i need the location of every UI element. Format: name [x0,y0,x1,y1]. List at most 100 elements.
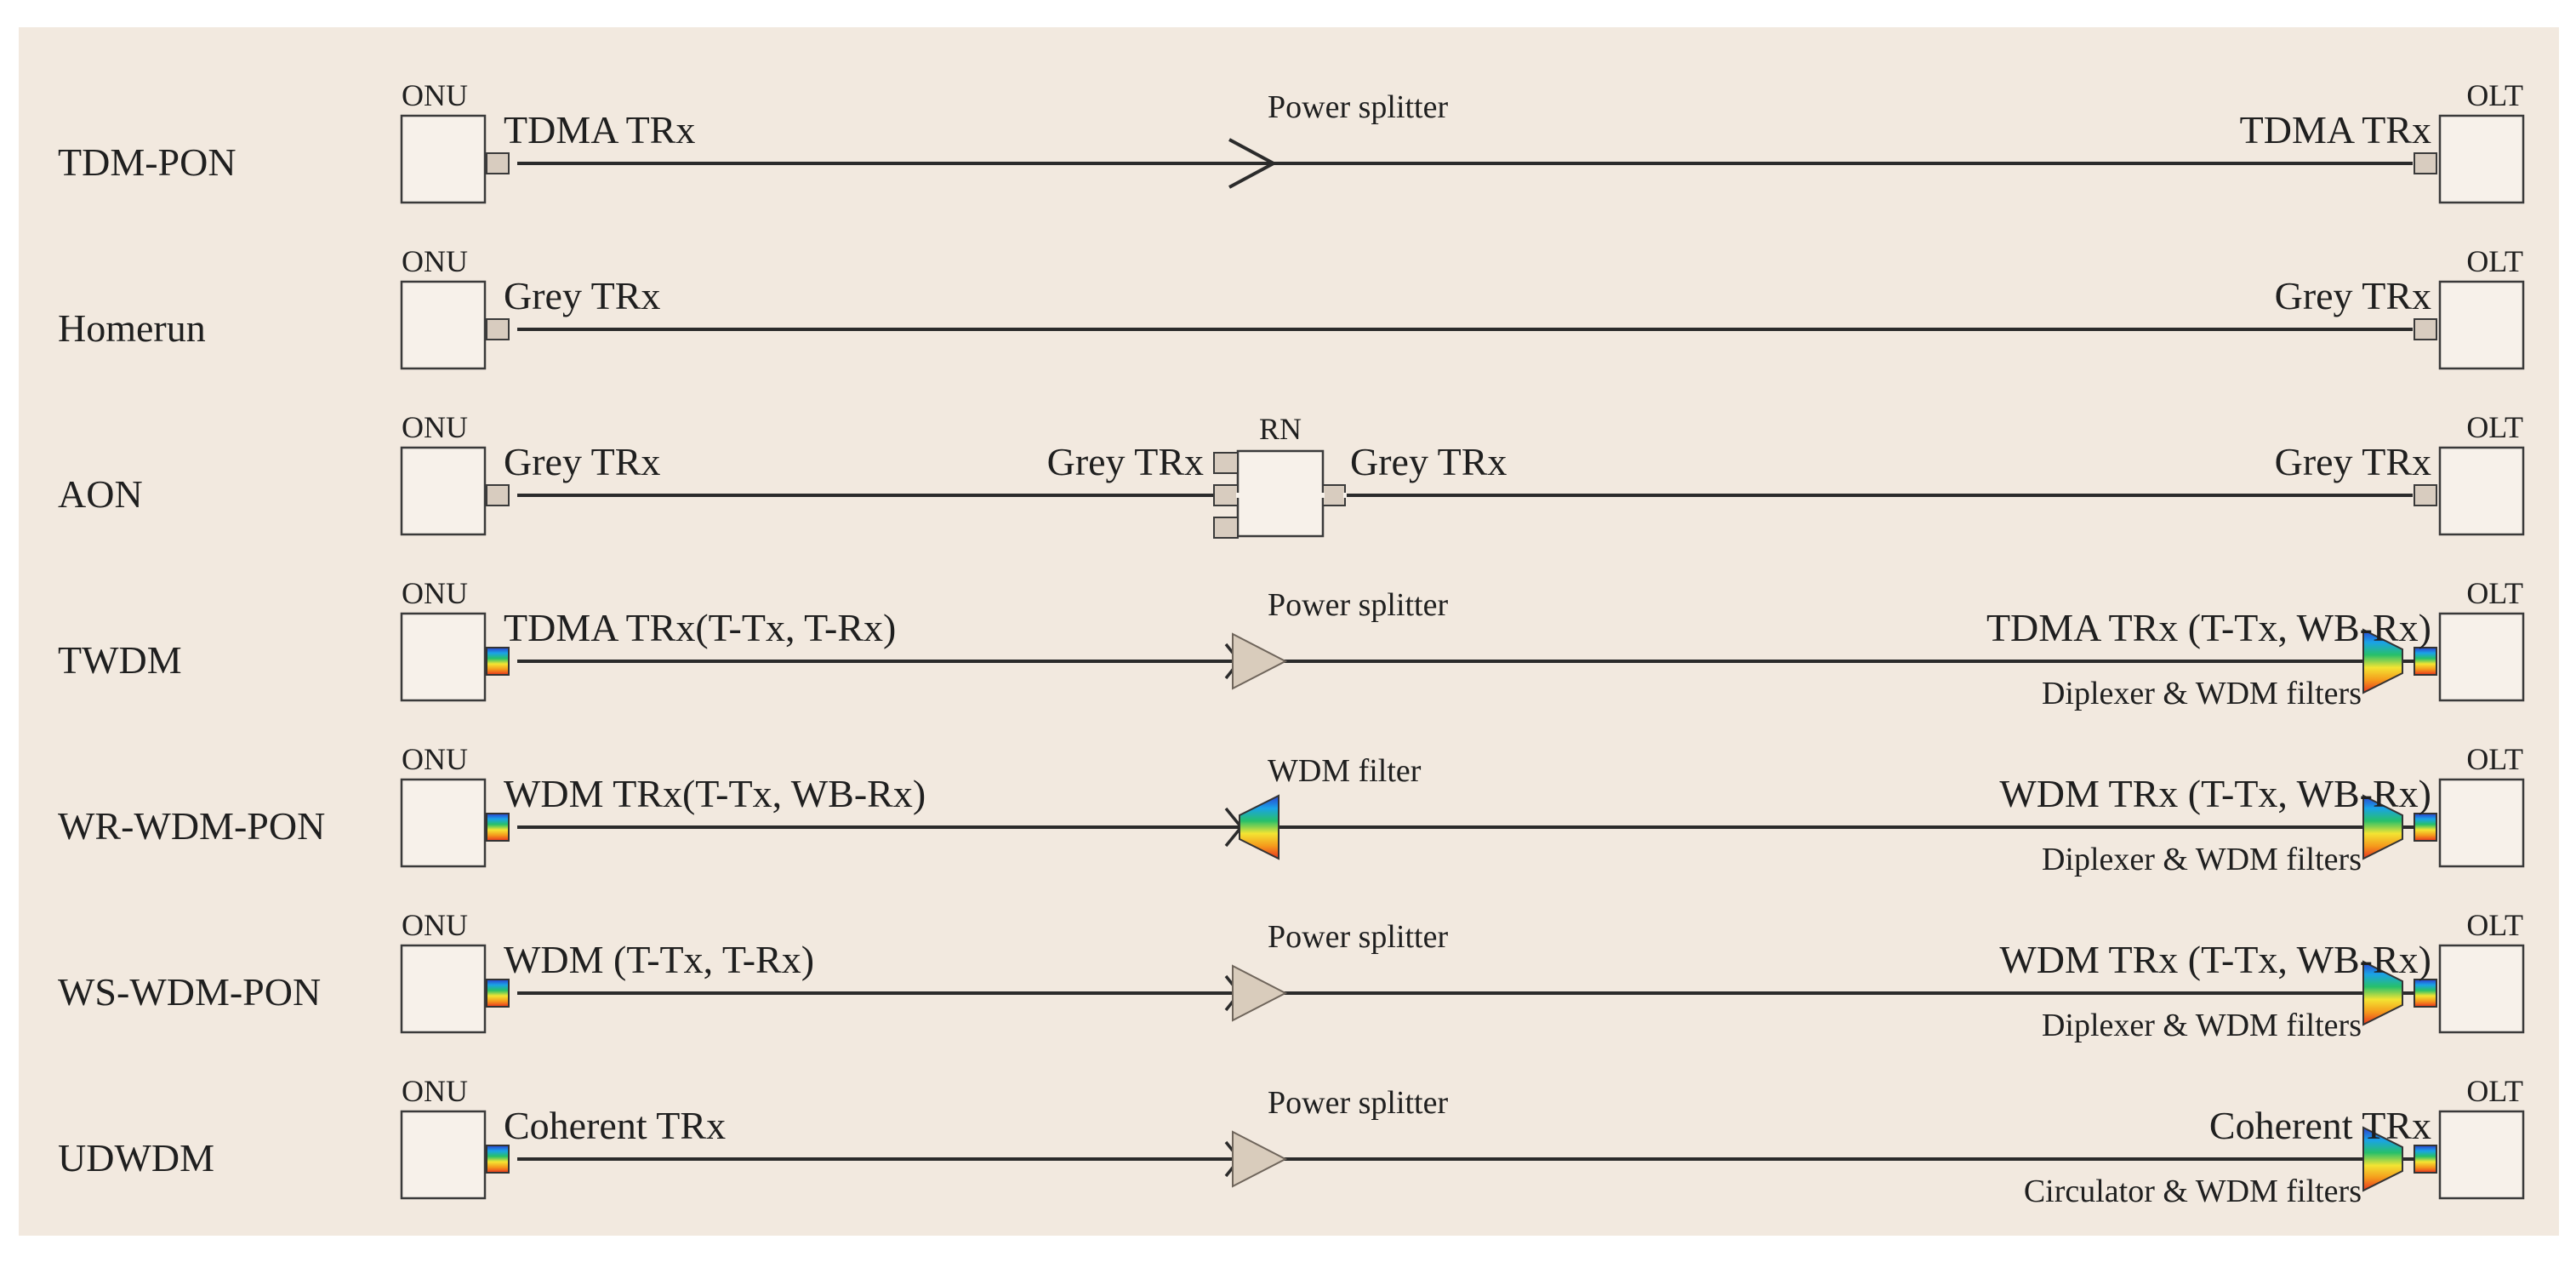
onu-trx-label: TDMA TRx [504,108,695,151]
olt-box [2438,446,2525,536]
olt-wdm-port [2414,979,2437,1008]
onu-port [486,318,510,340]
olt-label: OLT [2466,576,2523,610]
onu-label: ONU [402,410,468,444]
rn-left-trx-label: Grey TRx [1047,440,1204,483]
wdm-filter-label: WDM filter [1268,753,1422,789]
spectrum-port-fill [486,979,510,1008]
spectrum-port-fill [486,813,510,842]
rn-right-trx-label: Grey TRx [1350,440,1507,483]
onu-wdm-port [486,647,510,676]
olt-trx-label: TDMA TRx (T-Tx, WB-Rx) [1986,606,2431,649]
power-splitter-triangle [1232,1130,1288,1188]
spectrum-port-fill [2414,1145,2437,1174]
row-label: AON [58,472,143,516]
spectrum-port-fill [2414,979,2437,1008]
olt-wdm-port [2414,647,2437,676]
olt-wdm-filter [2362,1126,2403,1192]
onu-label: ONU [402,742,468,776]
onu-trx-label: Grey TRx [504,440,660,483]
onu-box [400,612,487,702]
row-udwdm: UDWDM ONU OLT Coherent TRx Coherent TRxCircu… [58,1074,2525,1209]
onu-trx-label: Coherent TRx [504,1104,726,1147]
onu-trx-label: Grey TRx [504,274,660,317]
onu-port [486,152,510,174]
row-label: TWDM [58,638,182,682]
olt-trx-label: TDMA TRx [2240,108,2431,151]
filter-note: Diplexer & WDM filters [2042,842,2362,877]
splitter-label: Power splitter [1268,1085,1448,1121]
olt-wdm-port [2414,813,2437,842]
onu-label: ONU [402,244,468,278]
row-aon: AON ONU OLT Grey TRx Grey TRx RN Grey TRx Grey … [58,410,2525,539]
olt-trx-label: WDM TRx (T-Tx, WB-Rx) [1999,772,2431,815]
olt-trx-label: Grey TRx [2275,274,2431,317]
splitter-chevron [1228,138,1278,189]
power-splitter-triangle [1232,964,1288,1022]
olt-port [2414,152,2437,174]
onu-box [400,280,487,370]
onu-label: ONU [402,576,468,610]
onu-trx-label: WDM (T-Tx, T-Rx) [504,938,814,981]
olt-box [2438,1110,2525,1200]
onu-trx-label: TDMA TRx(T-Tx, T-Rx) [504,606,896,649]
row-label: UDWDM [58,1136,214,1179]
olt-label: OLT [2466,742,2523,776]
olt-label: OLT [2466,244,2523,278]
filter-note: Diplexer & WDM filters [2042,1008,2362,1043]
olt-trx-label: WDM TRx (T-Tx, WB-Rx) [1999,938,2431,981]
row-tdm-pon: TDM-PON ONU OLT TDMA TRx TDMA TRx Power split… [58,78,2525,204]
row-label: TDM-PON [58,140,237,184]
rn-output-cover [1325,487,1343,504]
power-splitter-triangle [1232,632,1288,690]
olt-port [2414,318,2437,340]
onu-box [400,114,487,204]
olt-box [2438,612,2525,702]
olt-box [2438,778,2525,868]
onu-box [400,944,487,1034]
onu-box [400,1110,487,1200]
splitter-label: Power splitter [1268,89,1448,125]
olt-port [2414,484,2437,506]
onu-label: ONU [402,908,468,942]
filter-note: Diplexer & WDM filters [2042,676,2362,711]
olt-label: OLT [2466,410,2523,444]
rn-line-gap [1216,493,1347,498]
olt-wdm-filter [2362,628,2403,694]
olt-box [2438,280,2525,370]
row-label: Homerun [58,306,206,350]
olt-box [2438,944,2525,1034]
spectrum-port-fill [2414,813,2437,842]
olt-trx-label: Grey TRx [2275,440,2431,483]
onu-trx-label: WDM TRx(T-Tx, WB-Rx) [504,772,926,815]
onu-label: ONU [402,1074,468,1108]
row-label: WS-WDM-PON [58,970,321,1014]
wdm-filter-shape [1239,794,1279,860]
onu-box [400,446,487,536]
splitter-label: Power splitter [1268,919,1448,955]
olt-trx-label: Coherent TRx [2209,1104,2431,1147]
spectrum-port-fill [486,647,510,676]
onu-label: ONU [402,78,468,112]
olt-box [2438,114,2525,204]
onu-box [400,778,487,868]
olt-label: OLT [2466,78,2523,112]
olt-wdm-port [2414,1145,2437,1174]
splitter-label: Power splitter [1268,587,1448,623]
filter-note: Circulator & WDM filters [2024,1174,2362,1209]
onu-wdm-port [486,813,510,842]
rn-port-2-cover [1216,487,1236,504]
onu-wdm-port [486,1145,510,1174]
rn-port-3 [1213,517,1239,539]
rn-label: RN [1259,412,1302,446]
onu-port [486,484,510,506]
row-label: WR-WDM-PON [58,804,325,848]
olt-label: OLT [2466,1074,2523,1108]
onu-wdm-port [486,979,510,1008]
row-twdm: TWDM ONU OLT TDMA TRx(T-Tx, T-Rx) TDMA TRx (… [58,576,2525,711]
spectrum-port-fill [486,1145,510,1174]
row-wr-wdm-pon: WR-WDM-PON ONU OLT WDM TRx(T-Tx, WB-Rx) WDM … [58,742,2525,877]
